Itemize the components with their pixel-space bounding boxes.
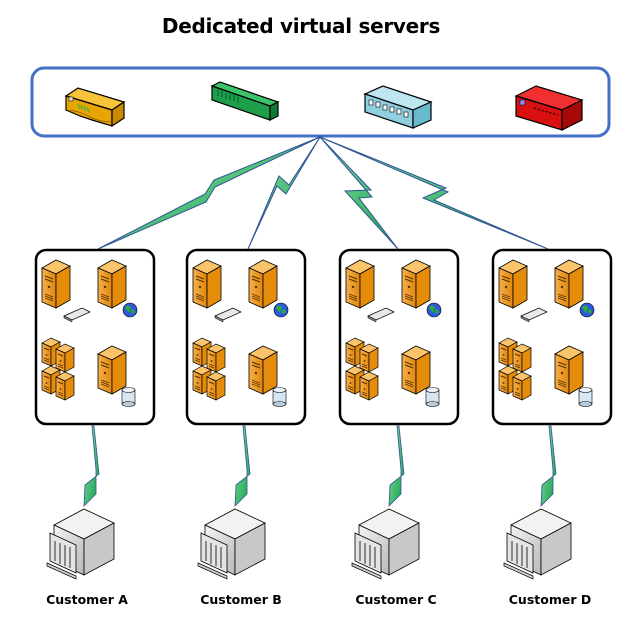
link-to-customer-d xyxy=(540,425,557,508)
link-to-customer-a xyxy=(83,425,100,508)
link-to-customer-b xyxy=(234,425,251,508)
customer-a-building-icon[interactable] xyxy=(46,508,115,580)
server-group-d[interactable] xyxy=(493,250,611,424)
customer-c-label: Customer C xyxy=(355,592,437,607)
link-to-customer-c xyxy=(388,425,405,508)
modem-icon xyxy=(64,87,126,128)
diagram-title: Dedicated virtual servers xyxy=(161,14,441,38)
customer-c-building-icon[interactable] xyxy=(351,508,420,580)
customer-b-label: Customer B xyxy=(200,592,282,607)
customer-d-label: Customer D xyxy=(508,592,592,607)
firewall-icon xyxy=(514,85,584,131)
hub-icon xyxy=(363,85,433,129)
customer-b-building-icon[interactable] xyxy=(197,508,266,580)
customer-a-label: Customer A xyxy=(46,592,128,607)
customer-d-building-icon[interactable] xyxy=(503,508,572,580)
server-group-b[interactable] xyxy=(187,250,305,424)
server-group-c[interactable] xyxy=(340,250,458,424)
server-group-a[interactable] xyxy=(36,250,154,424)
switch-icon xyxy=(210,81,280,121)
